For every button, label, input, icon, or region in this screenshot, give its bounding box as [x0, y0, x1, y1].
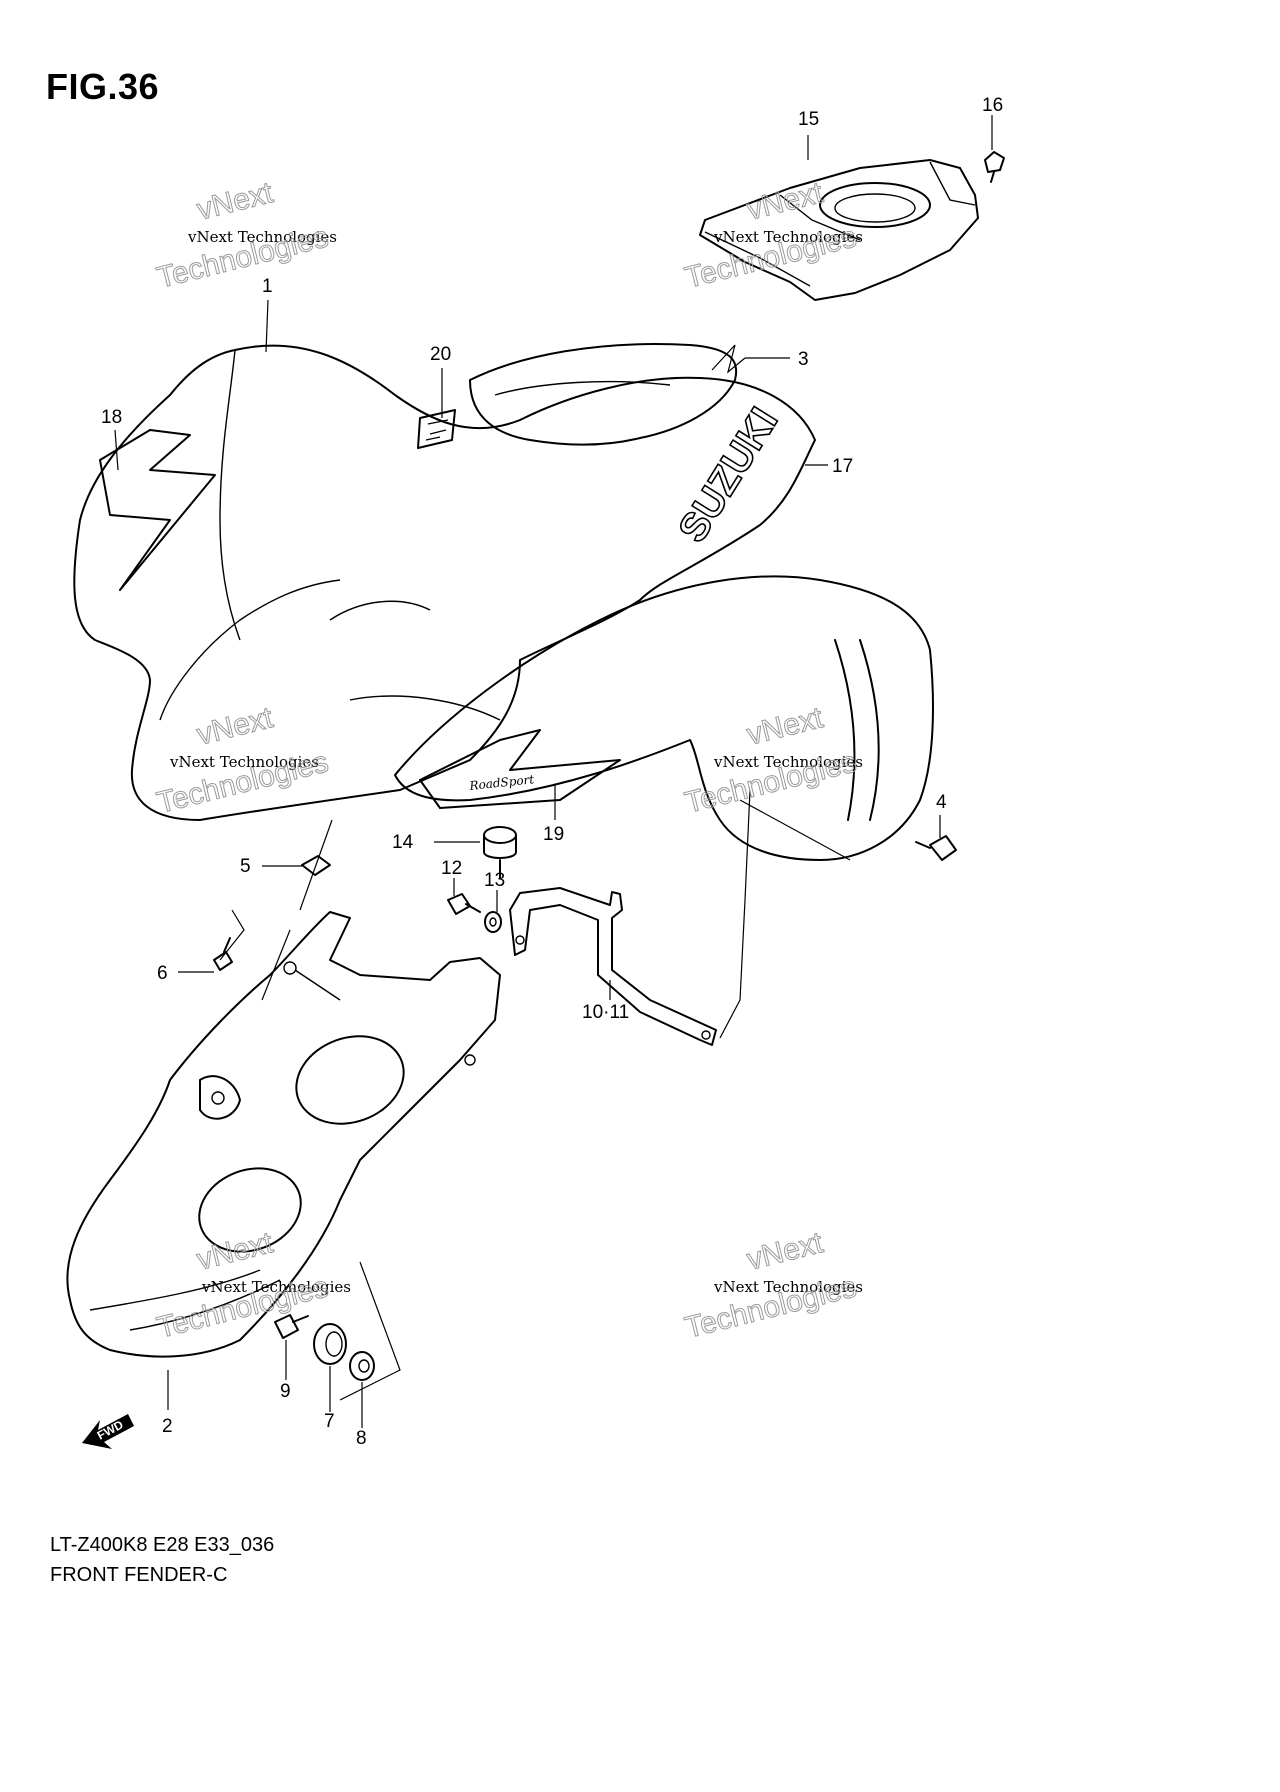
part-12-bolt: [447, 893, 481, 915]
callout-labels: 1 2 3 4 5 6 7 8 9 10·11 12 13 14 15 16 1…: [101, 95, 1003, 1449]
part-13-washer: [484, 911, 502, 933]
svg-text:vNext: vNext: [744, 1226, 827, 1277]
callout-6: 6: [157, 963, 168, 984]
callout-7: 7: [324, 1411, 335, 1432]
callout-19: 19: [543, 824, 564, 845]
part-15-cover-panel: [699, 159, 979, 301]
callout-20: 20: [430, 344, 451, 365]
part-14-bumper: [483, 826, 517, 879]
part-8-collar: [349, 1351, 375, 1381]
callout-13: 13: [484, 870, 505, 891]
part-7-grommet: [313, 1323, 347, 1365]
svg-text:vNext: vNext: [744, 176, 827, 227]
part-19-decal: [419, 729, 621, 809]
part-name: FRONT FENDER-C: [50, 1564, 228, 1586]
model-code: LT-Z400K8 E28 E33_036: [50, 1534, 275, 1556]
svg-text:vNext: vNext: [744, 701, 827, 752]
svg-text:vNext: vNext: [194, 701, 277, 752]
watermark-6: vNext vNext Technologies Technologies: [681, 1226, 863, 1346]
watermark-3: vNext vNext Technologies Technologies: [153, 701, 332, 821]
callout-1: 1: [262, 276, 273, 297]
callout-8: 8: [356, 1428, 367, 1449]
svg-text:vNext: vNext: [194, 176, 277, 227]
watermark-1: vNext vNext Technologies Technologies: [153, 176, 337, 296]
part-6-screw: [213, 937, 233, 971]
callout-18: 18: [101, 407, 122, 428]
svg-text:vNext Technologies: vNext Technologies: [169, 753, 319, 771]
watermark-4: vNext vNext Technologies Technologies: [681, 701, 863, 821]
callout-16: 16: [982, 95, 1003, 116]
fwd-arrow-icon: FWD: [82, 1414, 134, 1449]
figure-title: FIG.36: [46, 66, 160, 107]
callout-9: 9: [280, 1381, 291, 1402]
callout-4: 4: [936, 792, 947, 813]
callout-10-11: 10·11: [582, 1002, 629, 1023]
callout-14: 14: [392, 832, 414, 853]
part-1-front-fender: [73, 343, 816, 821]
part-2-inner-fender: [66, 911, 501, 1358]
callout-3: 3: [798, 349, 809, 370]
part-18-decal-z: [99, 429, 216, 591]
watermark-2: vNext vNext Technologies Technologies: [681, 176, 863, 296]
part-16-clip: [984, 151, 1005, 183]
svg-text:vNext Technologies: vNext Technologies: [201, 1278, 351, 1296]
svg-text:vNext Technologies: vNext Technologies: [713, 1278, 863, 1296]
leader-lines: [114, 115, 993, 1428]
part-front-fender-right: RoadSport: [394, 575, 934, 861]
part-5-nut: [301, 855, 331, 876]
svg-text:vNext Technologies: vNext Technologies: [187, 228, 337, 246]
callout-2: 2: [162, 1416, 173, 1437]
part-4-bolt: [915, 835, 957, 861]
part-10-11-brace: [509, 887, 717, 1046]
part-20-emblem: [417, 409, 456, 449]
part-9-bolt: [274, 1314, 309, 1339]
svg-text:vNext: vNext: [194, 1226, 277, 1277]
svg-text:vNext Technologies: vNext Technologies: [713, 753, 863, 771]
svg-text:vNext Technologies: vNext Technologies: [713, 228, 863, 246]
diagram-caption: LT-Z400K8 E28 E33_036 FRONT FENDER-C: [50, 1530, 274, 1590]
callout-12: 12: [441, 858, 462, 879]
callout-15: 15: [798, 109, 819, 130]
callout-5: 5: [240, 856, 251, 877]
svg-text:RoadSport: RoadSport: [468, 772, 535, 793]
callout-17: 17: [832, 456, 853, 477]
